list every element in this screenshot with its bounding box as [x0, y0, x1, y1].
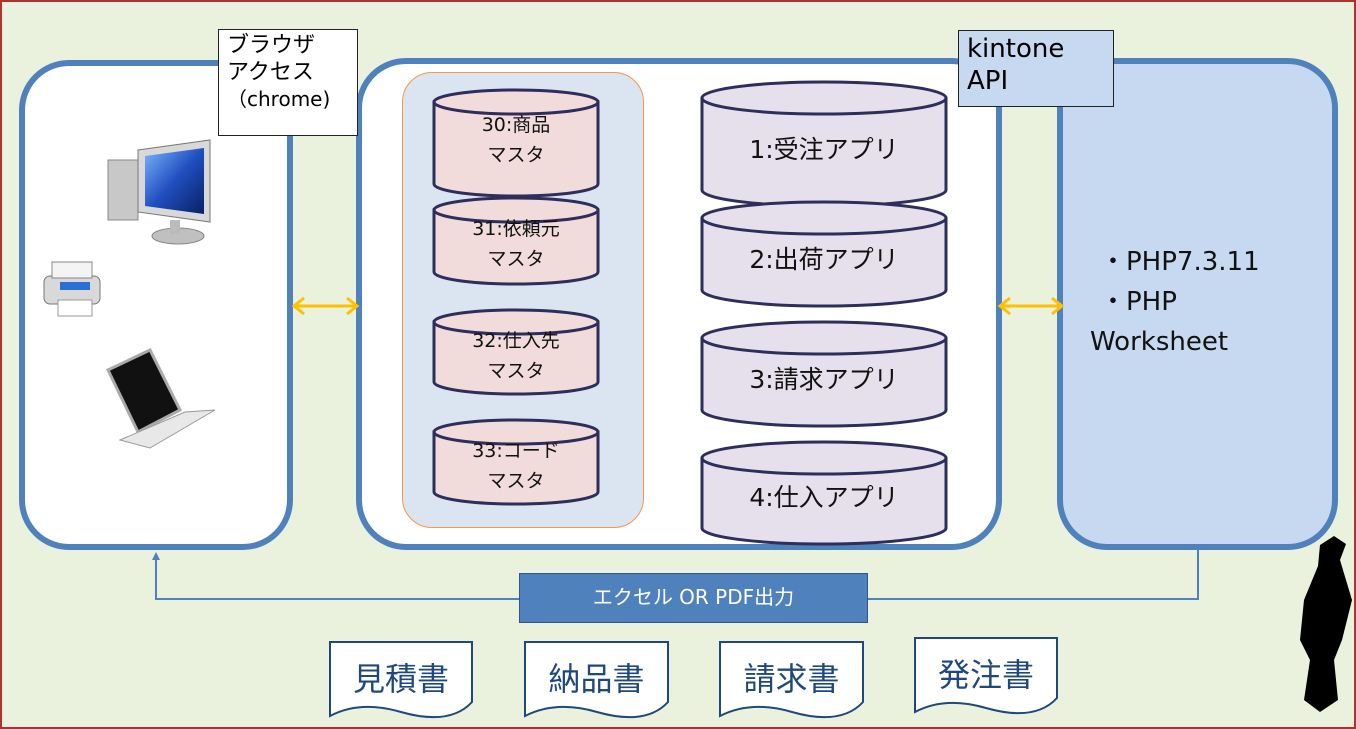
- app-label-2: 2:出荷アプリ: [749, 245, 899, 274]
- master-db-cylinder-32: [432, 308, 600, 396]
- app-label-1: 1:受注アプリ: [749, 135, 899, 164]
- master-label-33: 33:コード マスタ: [472, 440, 560, 492]
- document-invoice: 請求書: [720, 642, 863, 712]
- app-db-cylinder-2: [700, 200, 948, 308]
- document-shape-2: [524, 641, 669, 719]
- document-shape-4: [914, 637, 1058, 715]
- api-label-line2: API: [967, 66, 1009, 96]
- app-db-cylinder-3: [700, 320, 948, 428]
- server-line1: ・PHP7.3.11: [1100, 247, 1260, 277]
- master-db-cylinder-31: [432, 196, 600, 286]
- browser-label-line2: アクセス: [227, 60, 314, 85]
- browser-label-line3: （chrome): [227, 87, 331, 111]
- browser-label-line1: ブラウザ: [227, 33, 316, 58]
- client-kintone-arrow: [291, 296, 360, 316]
- printer-icon: [43, 261, 101, 317]
- kintone-server-arrow: [997, 296, 1065, 316]
- document-shape-1: [329, 641, 473, 719]
- app-label-3: 3:請求アプリ: [749, 365, 899, 394]
- master-label-32: 32:仕入先 マスタ: [472, 330, 560, 382]
- document-estimate: 見積書: [330, 642, 472, 712]
- laptop-icon: [105, 348, 216, 449]
- document-label-2: 納品書: [548, 660, 645, 698]
- api-label-line1: kintone: [967, 34, 1065, 64]
- document-label-3: 請求書: [743, 660, 840, 698]
- app-db-cylinder-4: [700, 440, 948, 546]
- climber-silhouette-icon: [1300, 536, 1352, 712]
- document-label-4: 発注書: [937, 656, 1034, 694]
- server-line2: ・PHP: [1100, 287, 1177, 317]
- master-label-31: 31:依頼元 マスタ: [472, 218, 560, 270]
- output-box: エクセル OR PDF出力: [519, 573, 868, 623]
- master-label-30: 30:商品 マスタ: [481, 114, 551, 166]
- document-shape-3: [719, 641, 864, 719]
- kintone-api-callout: kintone API: [958, 30, 1114, 107]
- desktop-computer-icon: [107, 139, 211, 245]
- document-delivery: 納品書: [525, 642, 668, 712]
- document-label-1: 見積書: [352, 660, 449, 698]
- browser-access-callout: ブラウザ アクセス （chrome): [218, 29, 358, 136]
- server-text: ・PHP7.3.11 ・PHP Worksheet: [1080, 242, 1320, 362]
- document-order: 発注書: [915, 638, 1057, 708]
- server-line3: Worksheet: [1090, 327, 1229, 357]
- master-db-cylinder-33: [432, 418, 600, 506]
- server-panel: [1057, 58, 1338, 550]
- app-label-4: 4:仕入アプリ: [749, 483, 899, 512]
- master-db-cylinder-30: [432, 88, 600, 198]
- app-db-cylinder-1: [700, 80, 948, 208]
